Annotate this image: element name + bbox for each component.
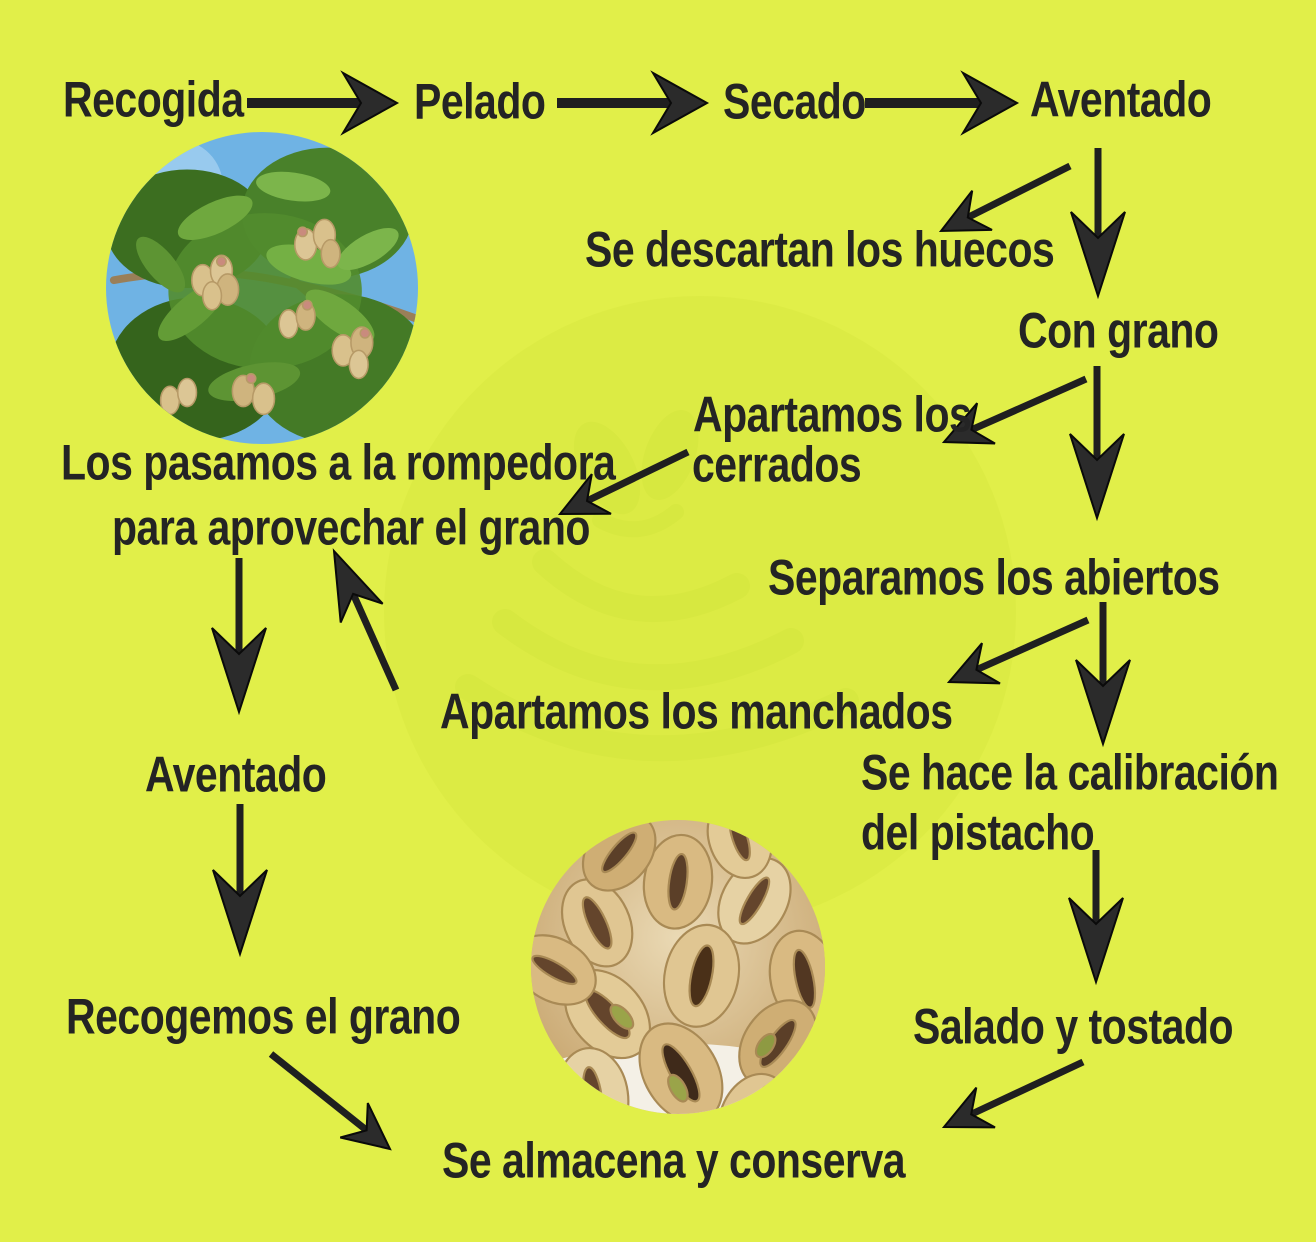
- node-recogida: Recogida: [63, 71, 244, 128]
- arrow-secado-to-aventado: [865, 70, 1020, 136]
- node-secado: Secado: [723, 73, 866, 130]
- node-se-almacena: Se almacena y conserva: [442, 1132, 906, 1189]
- arrow-separamos-to-manchados: [946, 616, 1090, 685]
- node-rompedora-line2: para aprovechar el grano: [112, 499, 590, 556]
- arrow-recogida-to-pelado: [247, 70, 400, 136]
- node-calibracion-line1: Se hace la calibración: [861, 744, 1279, 801]
- node-apartamos-manchados: Apartamos los manchados: [440, 683, 953, 740]
- arrow-con_grano-to-separamos: [1069, 366, 1125, 522]
- node-pelado: Pelado: [414, 73, 546, 130]
- node-aventado: Aventado: [1030, 71, 1212, 128]
- arrow-aventado-to-con_grano: [1070, 148, 1126, 300]
- arrow-salado-to-almacena: [941, 1058, 1085, 1129]
- arrow-separamos-to-calibracion: [1075, 602, 1131, 748]
- arrow-calibracion-to-salado: [1068, 850, 1124, 986]
- node-con-grano: Con grano: [1018, 302, 1219, 359]
- node-recogemos-grano: Recogemos el grano: [66, 988, 461, 1045]
- node-se-descartan-los-huecos: Se descartan los huecos: [585, 221, 1055, 278]
- node-salado-tostado: Salado y tostado: [913, 998, 1234, 1055]
- pistachio-tree-photo: [106, 132, 418, 444]
- node-apartamos-cerrados-line2: cerrados: [692, 436, 862, 493]
- node-apartamos-cerrados-line1: Apartamos los: [693, 386, 972, 443]
- arrow-rompedora-to-aventado_2: [211, 558, 267, 716]
- arrow-aventado_2-to-recogemos: [212, 804, 268, 958]
- arrow-pelado-to-secado: [557, 70, 710, 136]
- node-separamos-abiertos: Separamos los abiertos: [768, 549, 1220, 606]
- node-calibracion-line2: del pistacho: [861, 804, 1095, 861]
- arrow-recogemos-to-almacena: [268, 1051, 392, 1151]
- arrow-manchados-to-rompedora: [332, 548, 400, 692]
- node-rompedora-line1: Los pasamos a la rompedora: [61, 434, 616, 491]
- roasted-pistachios-photo: [531, 820, 825, 1114]
- node-aventado-2: Aventado: [145, 746, 327, 803]
